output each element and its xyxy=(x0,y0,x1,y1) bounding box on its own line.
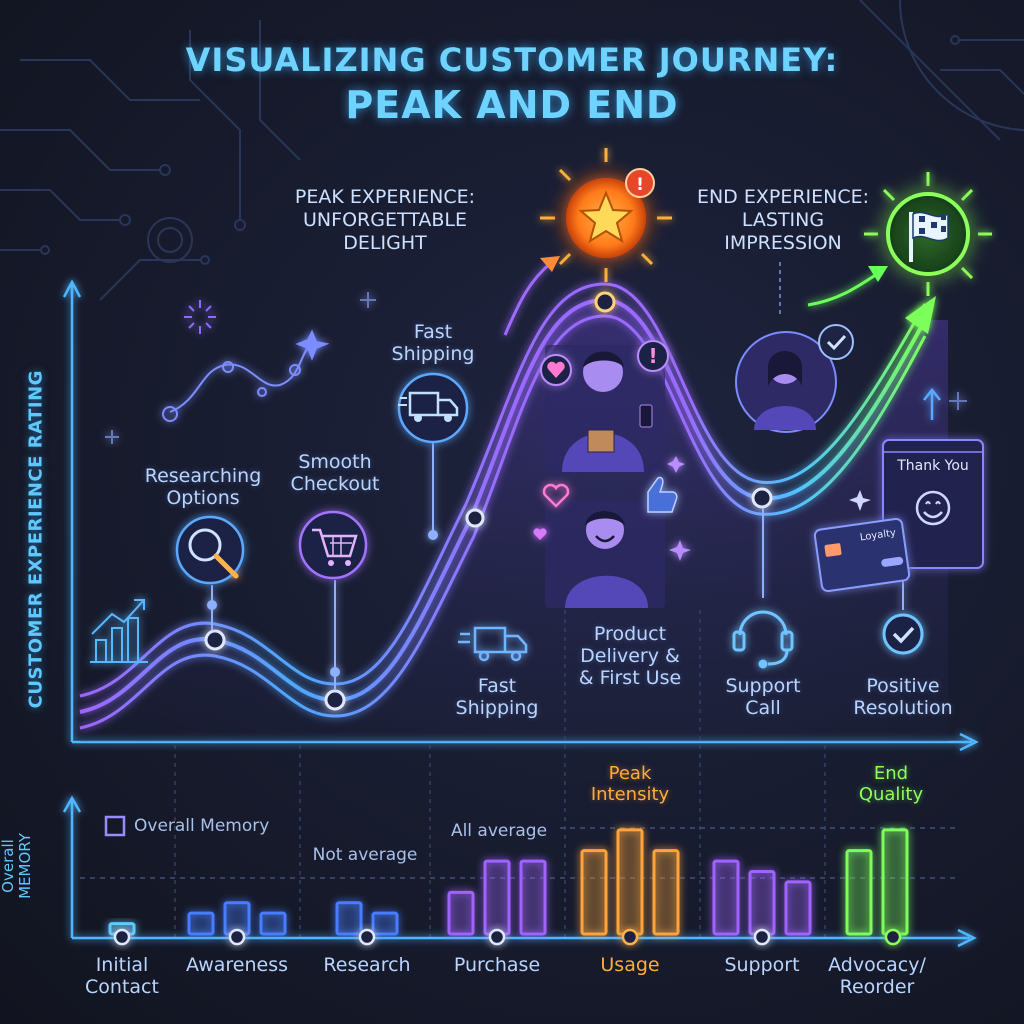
memory-bar-3-2 xyxy=(519,859,547,936)
star-icon xyxy=(578,190,634,244)
label-fast-shipping-bottom: Fast Shipping xyxy=(455,675,539,719)
label-fast-shipping-top: Fast Shipping xyxy=(391,321,475,365)
category-label-line1: Advocacy/ xyxy=(828,954,926,976)
memory-bar-5-2 xyxy=(784,880,812,936)
bar-chart-icon xyxy=(90,599,148,663)
memory-bar-4-0 xyxy=(580,849,608,936)
category-label-line1: Support xyxy=(724,954,800,976)
label-positive-resolution: Positive Resolution xyxy=(853,675,953,719)
thank-you-card xyxy=(882,439,984,569)
svg-text:!: ! xyxy=(648,344,657,368)
end-callout: END EXPERIENCE: LASTING IMPRESSION xyxy=(696,186,870,254)
headset-icon xyxy=(732,610,794,669)
memory-axes xyxy=(62,795,977,948)
memory-bar-1-2 xyxy=(259,911,287,936)
end-sun xyxy=(864,172,992,296)
category-label-2: Research xyxy=(297,954,437,977)
peak-sun: ! xyxy=(540,148,672,282)
label-smooth-checkout: Smooth Checkout xyxy=(290,451,380,495)
category-label-line2: Contact xyxy=(85,975,159,998)
page-title: VISUALIZING CUSTOMER JOURNEY: xyxy=(185,41,839,79)
thank-you-text: Thank You xyxy=(897,458,969,474)
legend-swatch xyxy=(104,815,126,837)
memory-bar-6-1 xyxy=(881,828,909,936)
memory-bar-2-0 xyxy=(335,901,363,936)
memory-bar-5-1 xyxy=(748,870,776,936)
category-label-3: Purchase xyxy=(427,954,567,977)
label-support-call: Support Call xyxy=(725,675,801,719)
magnifier-icon xyxy=(175,515,245,585)
loyalty-card xyxy=(813,517,911,593)
connector-lines xyxy=(207,440,904,690)
memory-bar-5-0 xyxy=(712,859,740,936)
legend-overall-memory: Overall Memory xyxy=(134,816,270,836)
curve-nodes xyxy=(204,291,773,711)
memory-bar-3-0 xyxy=(447,890,475,936)
end-arrow-head xyxy=(905,296,936,334)
thumbs-up-icon xyxy=(647,456,691,561)
memory-bar-1-0 xyxy=(187,911,215,936)
memory-bar-2-1 xyxy=(371,911,399,936)
up-arrow-icon xyxy=(923,387,941,420)
category-label-1: Awareness xyxy=(167,954,307,977)
page-subtitle: PEAK AND END xyxy=(345,83,679,127)
category-nodes xyxy=(113,928,902,946)
check-icon xyxy=(882,613,924,655)
category-label-6: Advocacy/Reorder xyxy=(807,954,947,999)
annotation-all-average: All average xyxy=(450,821,548,841)
memory-bar-4-1 xyxy=(616,828,644,936)
sparkle-decoration xyxy=(105,292,967,444)
label-product-delivery: Product Delivery & & First Use xyxy=(578,623,682,689)
annotation-end-quality: End Quality xyxy=(858,763,924,805)
category-label-line1: Purchase xyxy=(453,954,541,976)
truck-icon-small xyxy=(458,626,528,662)
cart-icon xyxy=(298,510,368,580)
memory-bars xyxy=(108,828,909,936)
memory-bar-3-1 xyxy=(483,859,511,936)
y-axis-label: CUSTOMER EXPERIENCE RATING xyxy=(25,370,47,709)
annotation-peak-intensity: Peak Intensity xyxy=(590,763,670,805)
category-label-line1: Awareness xyxy=(185,954,289,976)
peak-rise-arrow xyxy=(503,260,553,336)
category-label-line1: Usage xyxy=(600,954,660,976)
circuit-decoration xyxy=(0,0,1024,301)
sparkle-card xyxy=(849,490,871,511)
check-bubble-icon xyxy=(826,334,847,351)
end-pointer-arrow xyxy=(807,270,881,307)
category-label-line1: Initial xyxy=(95,954,149,976)
flag-icon xyxy=(909,211,949,262)
category-label-5: Support xyxy=(692,954,832,977)
heart-icon xyxy=(533,354,572,540)
support-agent-illustration xyxy=(735,324,854,433)
label-researching-options: Researching Options xyxy=(144,465,262,509)
memory-bar-4-2 xyxy=(652,849,680,936)
curve-area xyxy=(80,300,948,742)
annotation-not-average: Not average xyxy=(312,845,418,865)
memory-bar-6-0 xyxy=(845,849,873,936)
memory-axis-label: Overall MEMORY xyxy=(0,833,35,899)
customer-illustration xyxy=(545,345,665,608)
svg-text:!: ! xyxy=(636,175,644,195)
exclamation-bubble-icon: ! xyxy=(637,340,669,372)
category-label-4: Usage xyxy=(560,954,700,977)
truck-icon xyxy=(397,372,469,444)
category-label-line2: Reorder xyxy=(839,975,915,998)
peak-callout: PEAK EXPERIENCE: UNFORGETTABLE DELIGHT xyxy=(294,186,476,254)
category-label-line1: Research xyxy=(323,954,411,976)
